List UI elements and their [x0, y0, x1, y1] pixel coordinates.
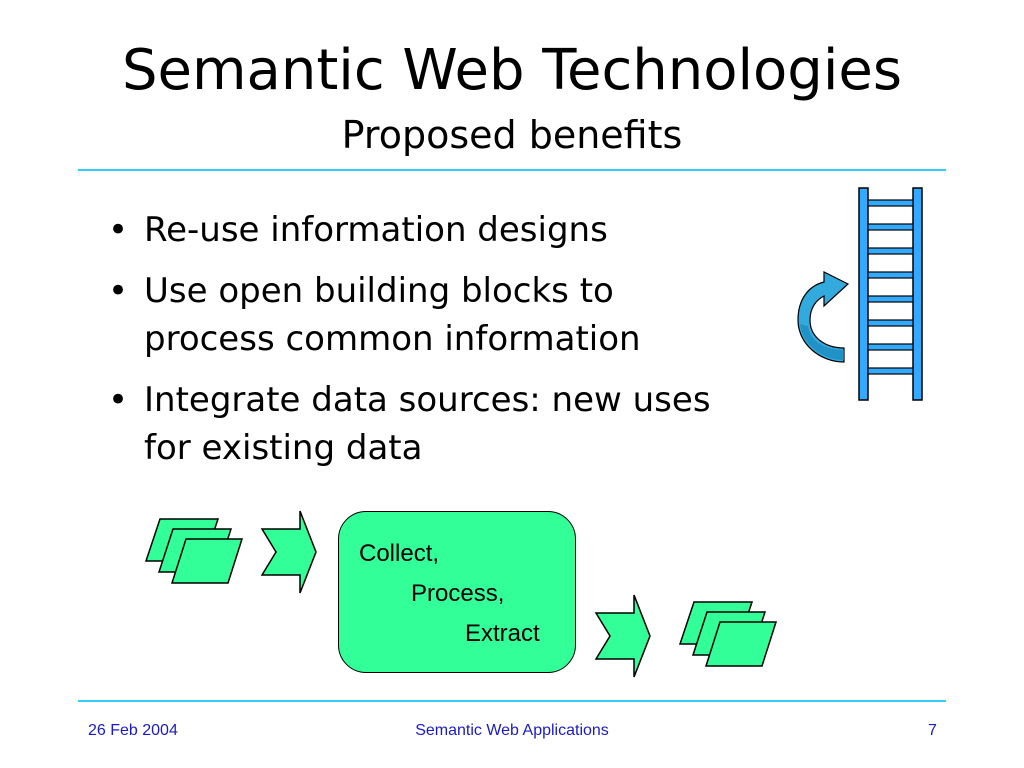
footer-divider — [78, 700, 946, 702]
bullet-text-continued: for existing data — [144, 428, 423, 468]
bullet-text: Use open building blocks to — [144, 271, 614, 311]
process-step-process: Process, — [411, 580, 505, 607]
bullet-icon: • — [108, 271, 129, 311]
bullet-text: Integrate data sources: new uses — [144, 380, 711, 420]
bullet-text: Re-use information designs — [144, 210, 608, 250]
curved-arrow-icon — [797, 271, 850, 363]
ladder-icon — [858, 187, 923, 401]
page-number: 7 — [928, 722, 937, 739]
bullet-text-continued: process common information — [144, 319, 641, 359]
bullet-icon: • — [108, 380, 129, 420]
bullet-item: • Integrate data sources: new uses for e… — [108, 376, 788, 472]
bullet-icon: • — [108, 210, 129, 250]
block-arrow-icon — [260, 510, 317, 594]
process-step-collect: Collect, — [359, 540, 440, 567]
bullet-item: • Re-use information designs — [108, 206, 788, 254]
document-stack-icon — [678, 601, 778, 667]
title-divider — [78, 169, 946, 171]
process-box: Collect, Process, Extract — [338, 511, 576, 673]
slide-subtitle: Proposed benefits — [341, 113, 683, 157]
footer-title: Semantic Web Applications — [415, 722, 609, 739]
slide-title: Semantic Web Technologies — [121, 38, 903, 103]
bullet-list: • Re-use information designs • Use open … — [108, 206, 788, 485]
bullet-item: • Use open building blocks to process co… — [108, 267, 788, 363]
footer-date: 26 Feb 2004 — [88, 722, 178, 739]
block-arrow-icon — [594, 594, 651, 678]
document-stack-icon — [144, 518, 244, 584]
process-step-extract: Extract — [465, 620, 540, 647]
